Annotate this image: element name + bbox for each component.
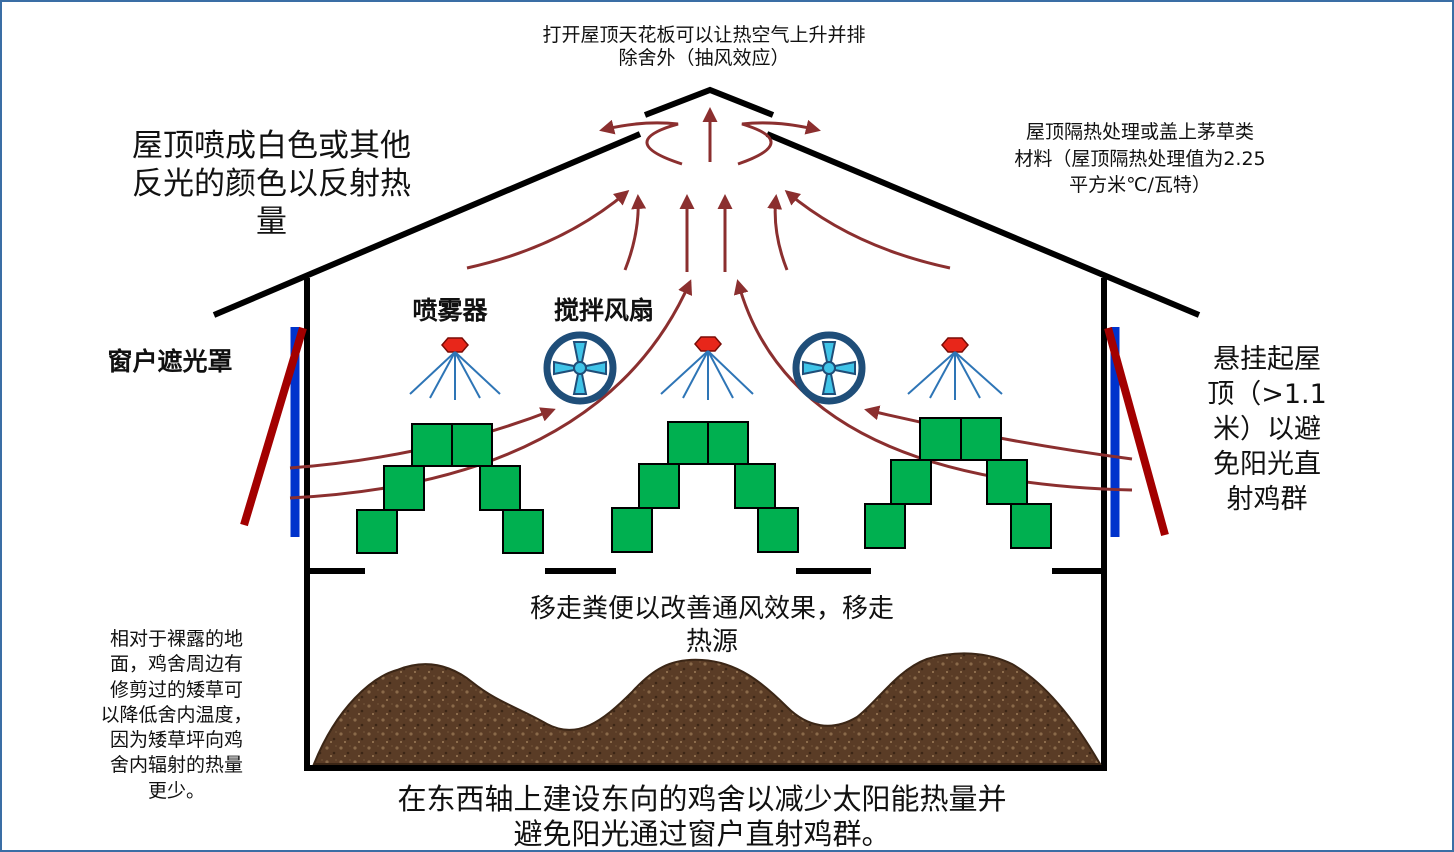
air-arrow-rise-4 <box>767 194 789 271</box>
label-roof-insulation: 屋顶隔热处理或盖上茅草类 材料（屋顶隔热处理值为2.25 平方米℃/瓦特） <box>1014 121 1266 197</box>
air-arrow-inflow-right-2 <box>733 279 1133 492</box>
label-grass: 相对于裸露的地 面，鸡舍周边有 修剪过的矮草可 以降低舍内温度， 因为矮草坪向鸡… <box>100 628 253 802</box>
air-arrow-rise-3 <box>623 194 647 271</box>
label-stir-fan: 搅拌风扇 <box>553 296 654 325</box>
stir-fan-1 <box>543 331 617 405</box>
fan-hub <box>573 361 587 375</box>
chicken-group-3 <box>864 417 1052 549</box>
roof-vent-cap <box>643 86 775 118</box>
sprayer-3 <box>907 337 1003 400</box>
air-arrow-inflow-left-2 <box>289 279 693 500</box>
air-arrow-rise-6 <box>784 190 951 270</box>
label-roof-vent: 打开屋顶天花板可以让热空气上升并排 除舍外（抽风效应） <box>542 24 866 69</box>
hot-air-flow <box>289 107 1133 500</box>
fan-hub <box>822 361 836 375</box>
window-shade-right <box>1104 326 1169 537</box>
chicken-group-2 <box>611 421 799 553</box>
label-window-shade: 窗户遮光罩 <box>107 347 233 376</box>
spray-mist <box>907 351 1003 400</box>
spray-mist <box>660 350 754 400</box>
label-sprayer: 喷雾器 <box>412 296 488 325</box>
roof-left-slope <box>212 131 642 318</box>
sprayer-head <box>694 336 722 352</box>
spray-mist <box>409 351 501 400</box>
label-manure: 移走粪便以改善通风效果，移走 热源 <box>529 594 894 657</box>
label-overhang: 悬挂起屋 顶（>1.1 米）以避 免阳光直 射鸡群 <box>1207 344 1327 516</box>
manure-piles <box>312 652 1102 765</box>
air-arrow-top-left <box>599 119 683 166</box>
window-shade-left <box>240 326 307 537</box>
stir-fan-2 <box>792 331 866 405</box>
sprayer-2 <box>660 336 754 400</box>
sprayer-1 <box>409 337 501 400</box>
roof-right-slope <box>765 131 1201 318</box>
sprayer-head <box>441 337 469 353</box>
sprayer-head <box>941 337 969 353</box>
label-roof-white: 屋顶喷成白色或其他 反光的颜色以反射热 量 <box>132 128 411 240</box>
house-frame <box>304 278 1107 771</box>
air-arrow-rise-5 <box>466 190 630 270</box>
air-arrow-top-right <box>737 119 821 166</box>
roof <box>212 86 1201 318</box>
fan-blades <box>553 341 607 395</box>
chicken-group-1 <box>356 423 544 554</box>
label-orientation: 在东西轴上建设东向的鸡舍以减少太阳能热量并 避免阳光通过窗户直射鸡群。 <box>397 782 1007 852</box>
